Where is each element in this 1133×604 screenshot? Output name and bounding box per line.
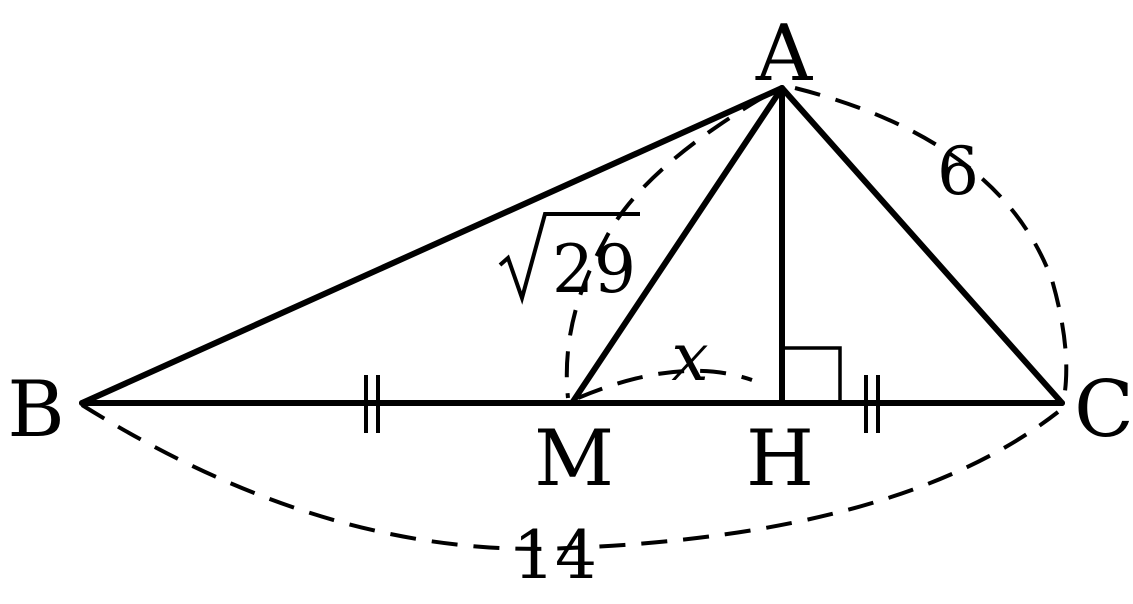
label-mh-length: x bbox=[671, 319, 708, 396]
label-a: A bbox=[755, 9, 814, 99]
label-b: B bbox=[7, 365, 64, 455]
dimension-arc-bc bbox=[80, 403, 1060, 551]
dimension-arc-mh bbox=[577, 368, 753, 400]
dimension-arc-am bbox=[564, 94, 767, 399]
label-am-length: 29 bbox=[498, 212, 640, 308]
label-bc-length: 14 bbox=[513, 517, 597, 594]
label-c: C bbox=[1074, 365, 1133, 455]
median-am bbox=[569, 85, 785, 406]
right-angle-marker bbox=[785, 346, 842, 403]
segment-ab bbox=[79, 85, 785, 406]
equal-ticks-mc bbox=[864, 375, 880, 433]
equal-ticks-bm bbox=[364, 375, 380, 433]
label-h: H bbox=[746, 414, 814, 504]
radical-sign-icon bbox=[498, 212, 640, 305]
segment-ac bbox=[779, 85, 1065, 406]
label-m: M bbox=[534, 414, 614, 504]
label-am-radicand: 29 bbox=[552, 231, 636, 308]
label-ac-length: 6 bbox=[937, 133, 979, 210]
dimension-arc-ac bbox=[794, 86, 1069, 399]
